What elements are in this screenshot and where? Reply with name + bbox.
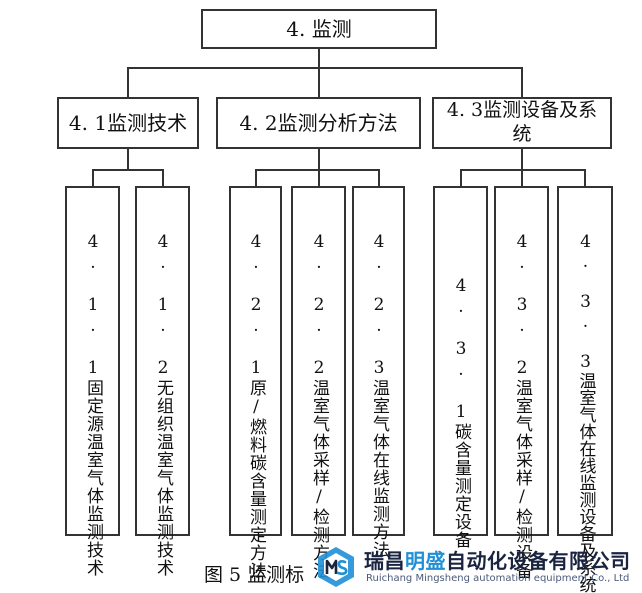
connector — [318, 169, 320, 187]
leaf-4-3-2: 4. 3. 2温室气体采样/检测设备 — [494, 186, 549, 580]
connector — [255, 169, 257, 187]
leaf-4-2-2-label: 4. 2. 2温室气体采样/检测方法 — [309, 232, 329, 580]
connector — [521, 169, 523, 187]
connector — [127, 148, 129, 170]
leaf-4-3-1-label: 4. 3. 1碳含量测定设备 — [451, 276, 471, 549]
connector — [378, 169, 380, 187]
root-label: 4. 监测 — [286, 16, 352, 41]
connector — [318, 148, 320, 170]
connector — [318, 67, 320, 97]
connector — [127, 67, 129, 97]
connector — [127, 67, 523, 69]
node-4-2: 4. 2监测分析方法 — [216, 97, 421, 149]
company-name-part2: 自动化设备有限公司 — [446, 549, 631, 573]
leaf-4-2-1-label: 4. 2. 1原/燃料碳含量测定方法 — [246, 232, 266, 580]
leaf-4-3-3: 4. 3. 3温室气体在线监测设备及系统 — [557, 186, 613, 593]
company-name: 瑞昌明盛自动化设备有限公司 — [364, 545, 631, 574]
leaf-4-2-3-label: 4. 2. 3温室气体在线监测方法 — [369, 232, 389, 559]
company-name-part1: 瑞昌 — [364, 549, 405, 573]
root-node: 4. 监测 — [201, 9, 437, 49]
leaf-4-1-2-label: 4. 1. 2无组织温室气体监测技术 — [153, 232, 173, 577]
leaf-4-2-1: 4. 2. 1原/燃料碳含量测定方法 — [229, 186, 282, 580]
connector — [92, 169, 164, 171]
leaf-4-2-2: 4. 2. 2温室气体采样/检测方法 — [291, 186, 346, 580]
connector — [460, 169, 462, 187]
company-name-english: Ruichang Mingsheng automation equipment … — [366, 573, 630, 584]
connector — [521, 67, 523, 97]
ms-logo-icon — [318, 547, 354, 587]
node-4-1-label: 4. 1监测技术 — [68, 110, 188, 135]
leaf-4-1-1: 4. 1. 1固定源温室气体监测技术 — [65, 186, 120, 577]
connector — [318, 48, 320, 68]
leaf-4-1-1-label: 4. 1. 1固定源温室气体监测技术 — [83, 232, 103, 577]
connector — [255, 169, 380, 171]
node-4-1: 4. 1监测技术 — [57, 97, 199, 149]
company-watermark: 瑞昌明盛自动化设备有限公司 Ruichang Mingsheng automat… — [314, 543, 642, 591]
company-name-highlight: 明盛 — [405, 549, 446, 573]
leaf-4-1-2: 4. 1. 2无组织温室气体监测技术 — [135, 186, 190, 577]
connector — [460, 169, 586, 171]
connector — [92, 169, 94, 187]
figure-caption: 图 5 监测标 — [204, 564, 305, 586]
node-4-3-label: 4. 3监测设备及系统 — [446, 99, 598, 145]
leaf-4-3-2-label: 4. 3. 2温室气体采样/检测设备 — [512, 232, 532, 580]
leaf-4-3-3-label: 4. 3. 3温室气体在线监测设备及系统 — [575, 232, 596, 593]
node-4-3: 4. 3监测设备及系统 — [432, 97, 612, 149]
connector — [521, 148, 523, 170]
leaf-4-3-1: 4. 3. 1碳含量测定设备 — [433, 186, 488, 549]
connector — [162, 169, 164, 187]
connector — [584, 169, 586, 187]
node-4-2-label: 4. 2监测分析方法 — [239, 110, 398, 135]
leaf-4-2-3: 4. 2. 3温室气体在线监测方法 — [352, 186, 405, 559]
